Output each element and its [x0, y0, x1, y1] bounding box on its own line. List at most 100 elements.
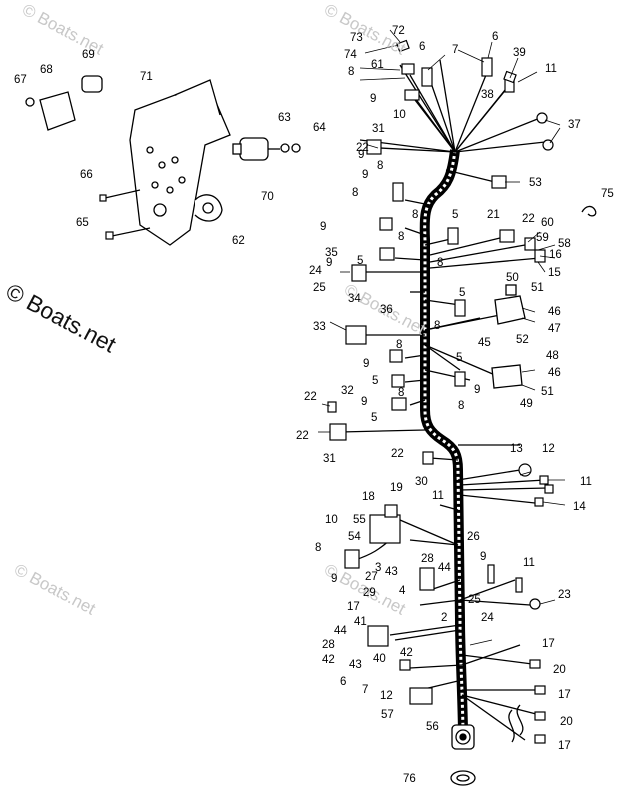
callout: 7 — [362, 684, 368, 696]
leader-lines — [318, 29, 566, 646]
callout: 50 — [506, 272, 519, 284]
callout: 8 — [458, 400, 464, 412]
callout: 9 — [370, 93, 376, 105]
bolts — [99, 189, 151, 240]
callout: 22 — [296, 430, 309, 442]
callout: 28 — [322, 639, 335, 651]
top-wire-fan — [359, 59, 546, 183]
callout: 13 — [510, 443, 523, 455]
callout: 8 — [412, 209, 418, 221]
callout: 37 — [568, 119, 581, 131]
callout: 9 — [363, 358, 369, 370]
callout: 9 — [320, 221, 326, 233]
callout: 6 — [492, 31, 498, 43]
callout: 17 — [558, 740, 571, 752]
callout: 8 — [398, 387, 404, 399]
callout: 9 — [326, 257, 332, 269]
callout: 49 — [520, 398, 533, 410]
left-connectors — [327, 182, 407, 441]
callout: 67 — [14, 74, 27, 86]
callout: 24 — [481, 612, 494, 624]
spring-clip — [581, 205, 597, 217]
callout: 8 — [348, 66, 354, 78]
bottom-round-connector — [451, 724, 475, 750]
callout: 15 — [548, 267, 561, 279]
lower-right-branches — [457, 444, 549, 741]
callout: 9 — [474, 384, 480, 396]
callout: 5 — [371, 412, 377, 424]
callout: 42 — [322, 654, 335, 666]
callout: 2 — [441, 612, 447, 624]
callout: 9 — [361, 396, 367, 408]
callout: 48 — [546, 350, 559, 362]
callout: 20 — [553, 664, 566, 676]
callout: 65 — [76, 217, 89, 229]
callout: 66 — [80, 169, 93, 181]
callout: 24 — [309, 265, 322, 277]
callout: 7 — [452, 44, 458, 56]
callout: 25 — [313, 282, 326, 294]
callout: 72 — [392, 25, 405, 37]
callout: 22 — [391, 448, 404, 460]
callout: 12 — [380, 690, 393, 702]
callout: 33 — [313, 321, 326, 333]
relay-box-68 — [25, 75, 103, 131]
callout: 9 — [358, 149, 364, 161]
callout: 9 — [362, 169, 368, 181]
callout: 4 — [399, 585, 406, 597]
callout: 31 — [323, 453, 336, 465]
cable-clamp — [450, 770, 476, 786]
lower-left-connectors — [344, 451, 435, 705]
callout: 43 — [349, 659, 362, 671]
callout: 26 — [467, 531, 480, 543]
callout: 5 — [357, 255, 363, 267]
callout: 61 — [371, 59, 384, 71]
callout: 9 — [331, 573, 337, 585]
callout: 9 — [480, 551, 486, 563]
callout: 17 — [542, 638, 555, 650]
callout: 8 — [377, 160, 383, 172]
callout: 11 — [523, 557, 535, 569]
callout: 35 — [325, 247, 338, 259]
callout: 74 — [344, 49, 357, 61]
callout: 42 — [400, 647, 413, 659]
callout: 38 — [481, 89, 494, 101]
callout: 64 — [313, 122, 326, 134]
callout: 21 — [487, 209, 500, 221]
lower-left-branches — [354, 457, 463, 691]
callout: 8 — [315, 542, 321, 554]
coiled-wires — [508, 704, 524, 743]
callout: 8 — [352, 187, 358, 199]
callout: 22 — [304, 391, 317, 403]
callout: 25 — [468, 594, 481, 606]
callout: 41 — [354, 616, 367, 628]
main-harness-trunk — [419, 149, 468, 731]
callout: 70 — [261, 191, 274, 203]
callout: 55 — [353, 514, 366, 526]
callout: 62 — [232, 235, 245, 247]
callout: 11 — [545, 63, 557, 75]
callout: 16 — [549, 249, 562, 261]
solenoid — [232, 137, 301, 161]
callout: 17 — [558, 689, 571, 701]
callout: 11 — [432, 490, 444, 502]
callout: 14 — [573, 501, 586, 513]
callout: 45 — [478, 337, 491, 349]
callout: 39 — [513, 47, 526, 59]
callout: 53 — [529, 177, 542, 189]
callout: 6 — [419, 41, 425, 53]
callout: 71 — [140, 71, 153, 83]
callout: 12 — [542, 443, 555, 455]
callout: 18 — [362, 491, 375, 503]
callout: 23 — [558, 589, 571, 601]
callout: 75 — [601, 188, 614, 200]
callout: 8 — [437, 257, 443, 269]
left-branches — [339, 199, 431, 433]
callout: 5 — [459, 287, 465, 299]
callout: 27 — [365, 571, 378, 583]
callout: 54 — [348, 531, 361, 543]
callout: 57 — [381, 709, 394, 721]
callout: 43 — [385, 566, 398, 578]
